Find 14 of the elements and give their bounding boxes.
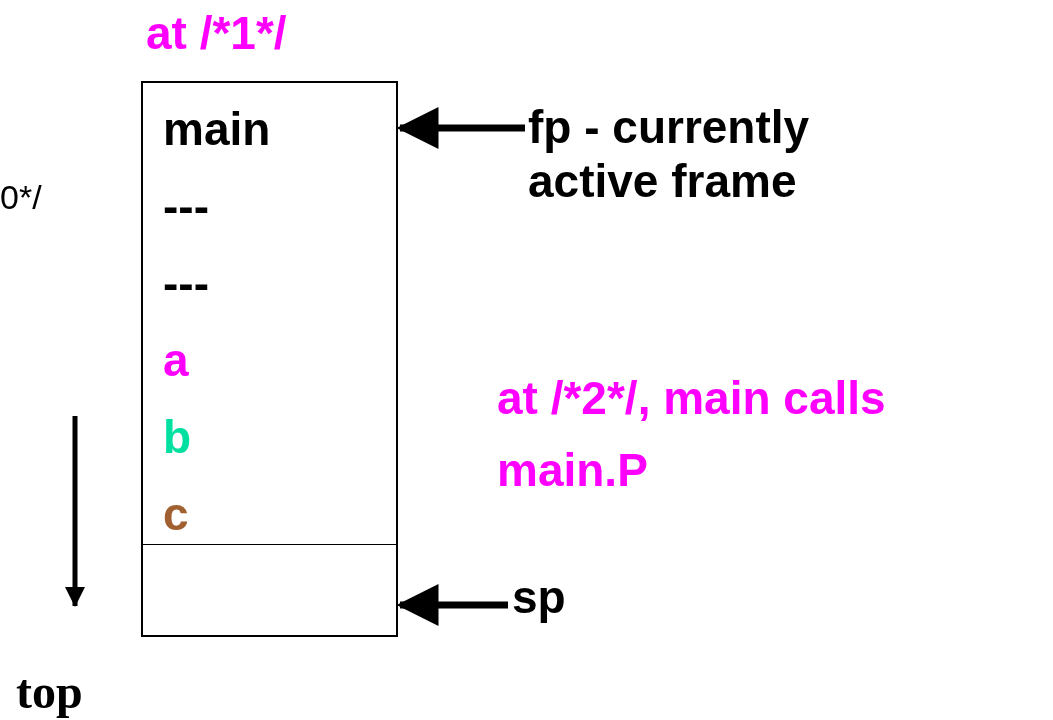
stack-entry: c	[163, 487, 189, 542]
stack-entry: ---	[163, 256, 209, 311]
caption: at /*1*/	[146, 6, 288, 60]
stack-entry: b	[163, 410, 192, 465]
stack-slot	[141, 545, 398, 637]
stack-entry: ---	[163, 179, 209, 234]
stack-entry: main	[163, 102, 271, 157]
stack-entry: a	[163, 333, 189, 388]
note: at /*2*/, main calls main.P	[497, 371, 887, 498]
pointer-label: sp	[512, 570, 612, 624]
stack-frame	[141, 81, 398, 545]
cut-off-text: 0*/	[0, 178, 43, 217]
pointer-label: fp - currently active frame	[528, 100, 948, 208]
direction-label: top	[16, 664, 84, 719]
